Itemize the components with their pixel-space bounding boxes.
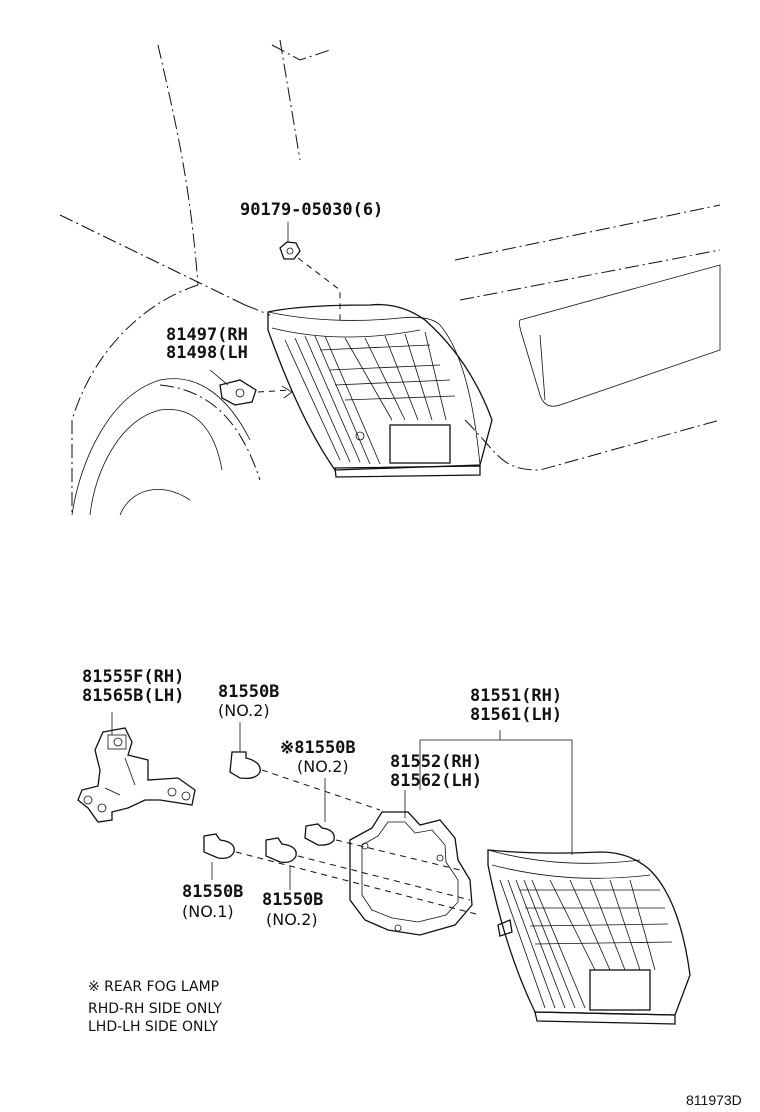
label-fog-bulb-no: (NO.2) [297, 757, 349, 776]
label-socket-lh: 81565B(LH) [82, 686, 185, 706]
diagram-code: 811973D [686, 1092, 742, 1108]
bulb-no1 [203, 833, 481, 916]
label-lamp-rh: 81551(RH) [470, 686, 563, 706]
bulb-no2 [265, 837, 471, 901]
gasket-81552 [349, 790, 473, 936]
label-bolt: 90179-05030(6) [240, 200, 384, 220]
label-gasket-rh: 81552(RH) [390, 752, 483, 772]
label-lamp-lh: 81561(LH) [470, 705, 563, 725]
bolt-90179 [279, 222, 341, 325]
socket-81555F [77, 712, 196, 823]
label-fog-bulb: ※81550B [280, 738, 356, 758]
bulb-fog [304, 778, 461, 871]
note-fog: ※ REAR FOG LAMP [88, 979, 220, 995]
label-bracket-rh: 81497(RH [166, 325, 248, 345]
label-bracket-lh: 81498(LH [166, 343, 248, 363]
vehicle-body-outline [59, 39, 721, 516]
note-lhd: LHD-LH SIDE ONLY [88, 1019, 219, 1035]
label-bulb-no1: 81550B [182, 882, 244, 902]
label-bulb-no1-no: (NO.1) [182, 902, 234, 921]
label-bulb-top: 81550B [218, 682, 280, 702]
note-rhd: RHD-RH SIDE ONLY [88, 1001, 222, 1017]
top-tail-lamp [267, 303, 493, 478]
label-bulb-no2-no: (NO.2) [266, 910, 318, 929]
bulb-top [229, 722, 381, 811]
label-gasket-lh: 81562(LH) [390, 771, 483, 791]
bottom-lamp-81551 [419, 730, 691, 1025]
label-socket-rh: 81555F(RH) [82, 667, 185, 687]
label-bulb-top-no: (NO.2) [218, 701, 270, 720]
bracket-81497 [209, 369, 293, 406]
label-bulb-no2: 81550B [262, 890, 324, 910]
